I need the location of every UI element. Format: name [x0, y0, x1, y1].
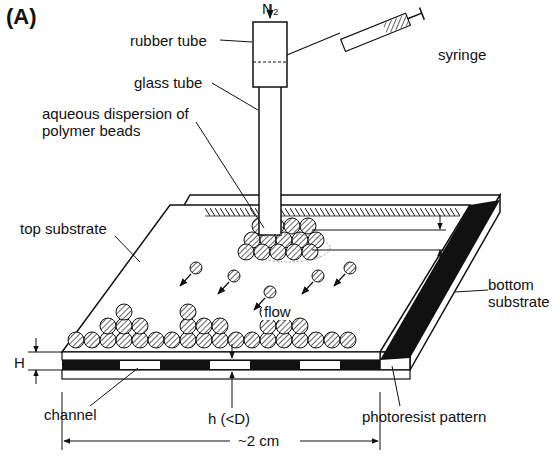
polymer-bead — [68, 332, 84, 348]
flow-arrow — [218, 282, 229, 294]
polymer-bead — [264, 286, 276, 298]
polymer-bead — [164, 332, 180, 348]
part-label: channel — [44, 406, 97, 423]
flow-arrow — [334, 274, 345, 286]
polymer-bead — [84, 332, 100, 348]
polymer-bead — [302, 244, 318, 260]
polymer-bead — [196, 318, 212, 334]
polymer-bead — [284, 218, 300, 234]
polymer-bead — [238, 244, 254, 260]
part-label: flow — [262, 303, 293, 320]
polymer-bead — [244, 332, 260, 348]
part-label: bottom substrate — [488, 276, 556, 310]
polymer-bead — [190, 262, 202, 274]
part-label: (A) — [6, 4, 37, 29]
flow-arrow — [180, 274, 191, 286]
polymer-bead — [254, 244, 270, 260]
part-label: photoresist pattern — [362, 408, 486, 425]
part-label: syringe — [438, 46, 486, 63]
polymer-bead — [270, 244, 286, 260]
polymer-bead — [100, 318, 116, 334]
polymer-bead — [148, 332, 164, 348]
polymer-bead — [228, 270, 240, 282]
polymer-bead — [324, 332, 340, 348]
polymer-bead — [286, 244, 302, 260]
dimension-lines — [28, 40, 488, 450]
front-layers — [62, 352, 410, 379]
part-label: D — [452, 232, 463, 249]
part-label: ~2 cm — [236, 432, 281, 449]
polymer-bead — [300, 218, 316, 234]
part-label: N₂ — [262, 0, 279, 17]
polymer-bead — [340, 332, 356, 348]
polymer-bead — [180, 304, 196, 320]
tube-assembly — [246, 4, 424, 262]
part-label: aqueous dispersion of polymer beads — [42, 105, 202, 139]
polymer-bead — [132, 318, 148, 334]
polymer-bead — [228, 332, 244, 348]
polymer-bead — [308, 332, 324, 348]
part-label: glass tube — [134, 74, 202, 91]
part-label: h (<D) — [208, 410, 250, 427]
part-label: top substrate — [20, 220, 107, 237]
polymer-bead — [344, 262, 356, 274]
polymer-bead — [116, 304, 132, 320]
polymer-bead — [312, 270, 324, 282]
part-label: H — [14, 354, 25, 371]
polymer-bead — [292, 318, 308, 334]
polymer-bead — [212, 318, 228, 334]
flow-arrow — [302, 282, 313, 294]
part-label: rubber tube — [130, 32, 207, 49]
